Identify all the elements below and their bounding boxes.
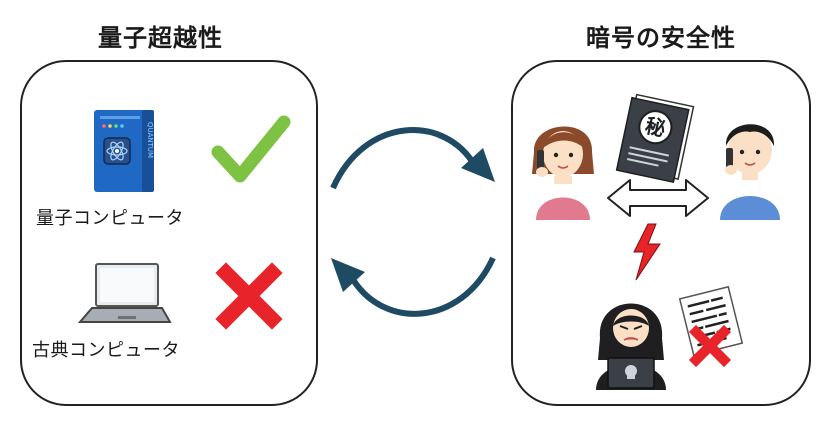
- hacker-icon: [596, 303, 666, 390]
- man-phone-icon: [720, 124, 780, 220]
- communication-arrow: [607, 179, 709, 217]
- right-panel-title: 暗号の安全性: [586, 24, 736, 52]
- quantum-device-text: QUANTUM: [146, 122, 154, 158]
- classical-computer-label: 古典コンピュータ: [32, 340, 180, 361]
- cycle-arrow-bottom: [348, 256, 496, 317]
- cross-icon-classical: [215, 262, 283, 330]
- left-panel-title: 量子超越性: [98, 24, 223, 52]
- cycle-arrow-bottom-head: [331, 258, 365, 292]
- woman-phone-icon: [532, 126, 594, 220]
- quantum-supremacy-panel: [20, 60, 318, 406]
- laptop-icon: [77, 263, 172, 323]
- cycle-arrow-top-head: [461, 148, 495, 182]
- quantum-computer-icon: QUANTUM: [94, 110, 154, 192]
- secret-document-char: 秘: [643, 113, 668, 141]
- cycle-arrows: [330, 127, 496, 317]
- cross-icon-eavesdrop: [688, 324, 732, 368]
- secret-document-icon: 秘: [615, 93, 695, 184]
- quantum-computer-label: 量子コンピュータ: [36, 208, 184, 229]
- cycle-arrow-top: [330, 127, 478, 190]
- check-icon: [211, 115, 291, 183]
- lightning-icon: [633, 223, 661, 281]
